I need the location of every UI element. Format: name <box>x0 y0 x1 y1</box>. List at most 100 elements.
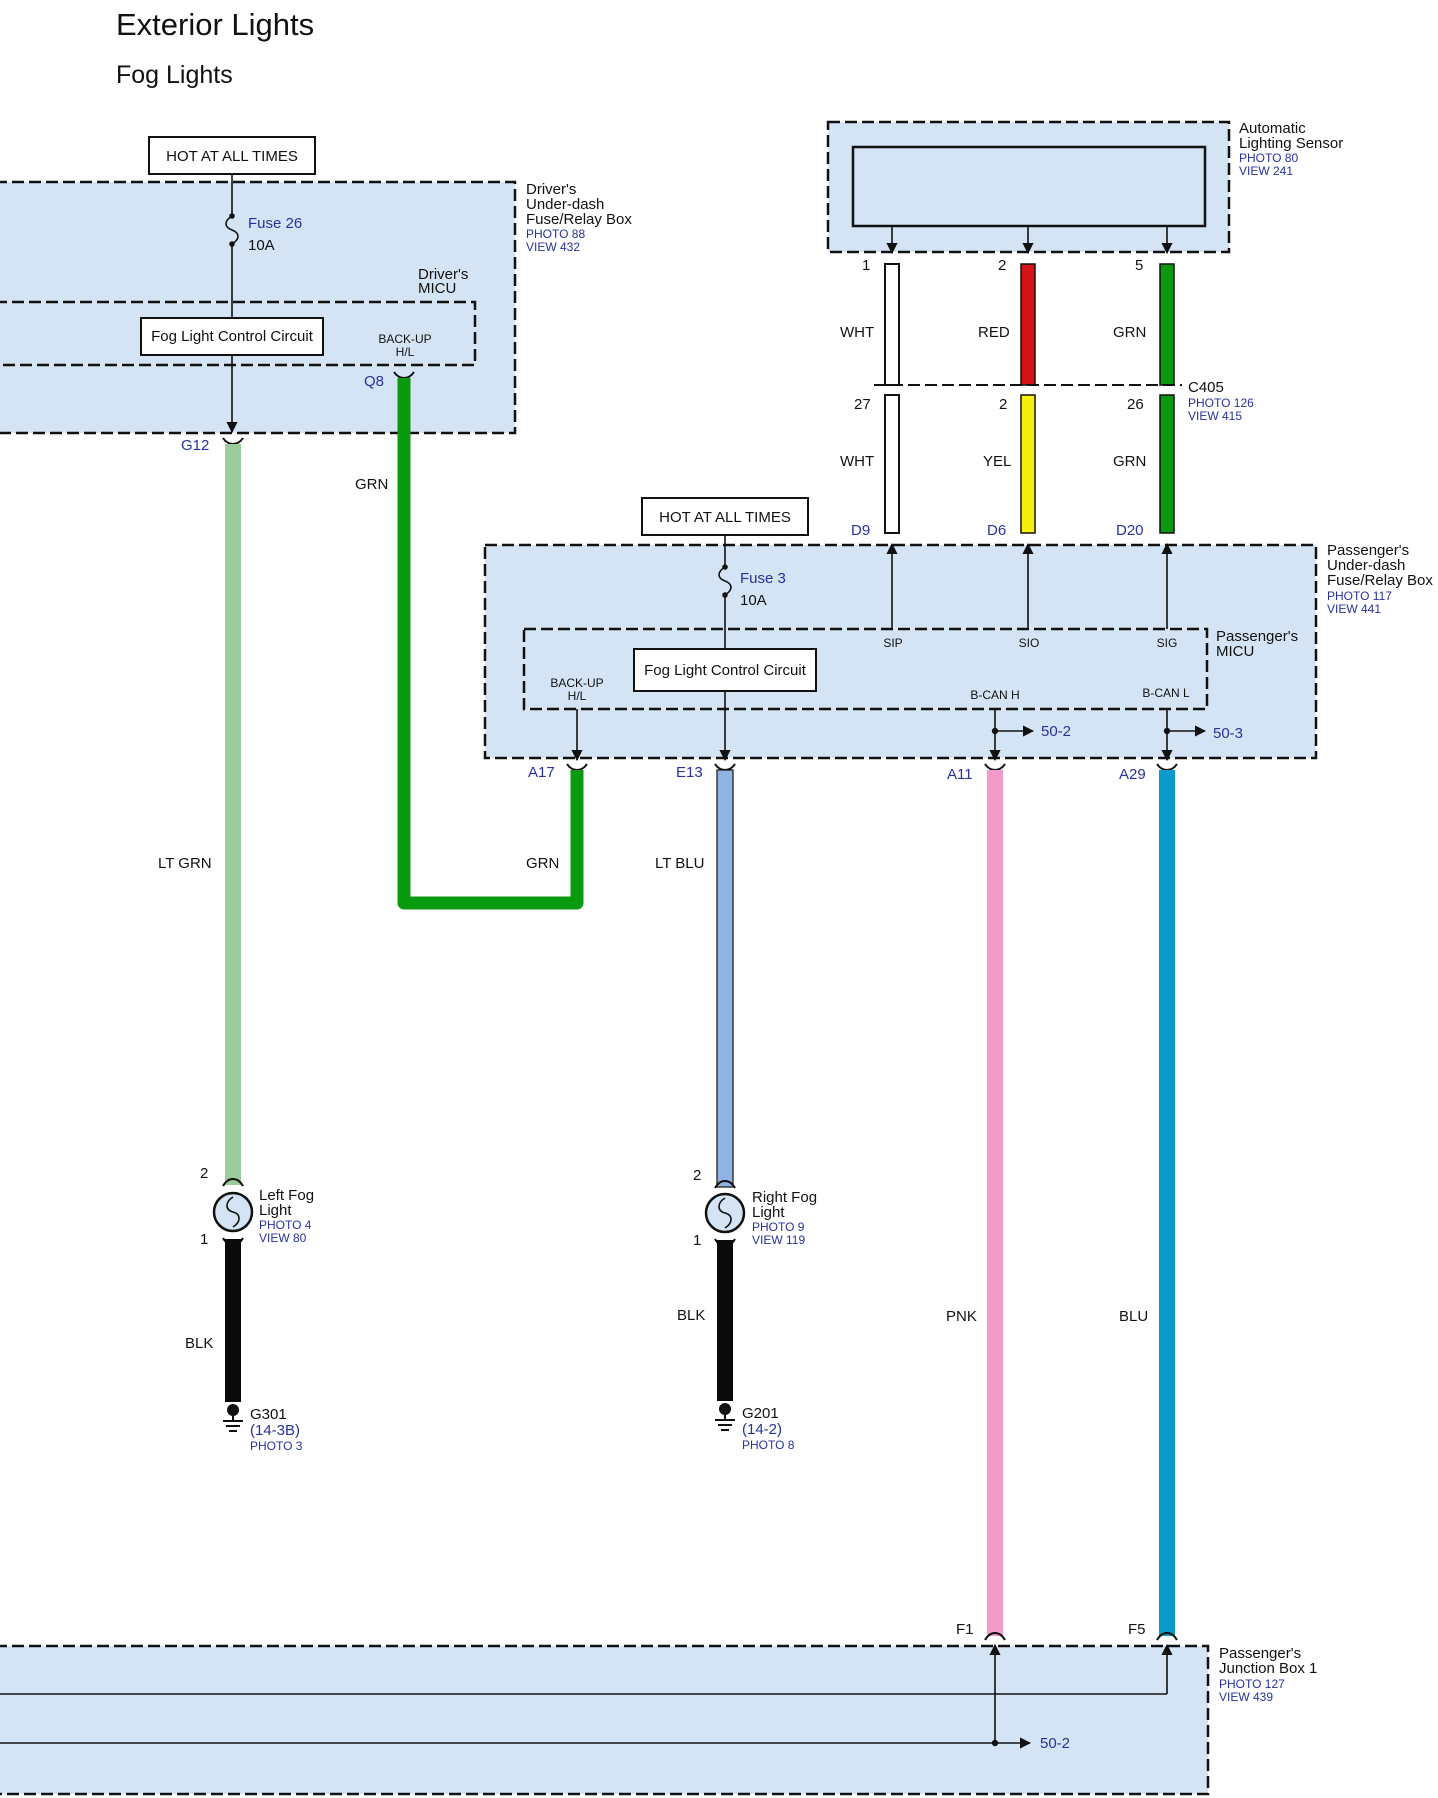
connector-e13 <box>714 763 736 772</box>
junction-box-label: Passenger's Junction Box 1 PHOTO 127 VIE… <box>1219 1645 1317 1704</box>
svg-text:Passenger's: Passenger's <box>1216 628 1298 645</box>
wire-grn-sensor-lower <box>1159 394 1175 534</box>
svg-text:PHOTO 127: PHOTO 127 <box>1219 1677 1285 1691</box>
svg-text:PHOTO 88: PHOTO 88 <box>526 227 585 241</box>
left-fog-light-label: Left Fog Light PHOTO 4 VIEW 80 <box>259 1187 314 1245</box>
svg-text:BACK-UP: BACK-UP <box>550 676 603 690</box>
fuse-26-amp: 10A <box>248 237 275 254</box>
drivers-fog-light-control-circuit-label: Fog Light Control Circuit <box>151 328 314 345</box>
pin-f5: F5 <box>1128 1621 1146 1638</box>
pin-d9: D9 <box>851 522 870 539</box>
wire-blu <box>1159 770 1175 1636</box>
wire-wht-sensor-upper <box>884 263 900 386</box>
wire-blk-right <box>717 1240 733 1401</box>
wire-lt-grn-left-fog <box>225 444 241 1185</box>
svg-text:PHOTO 80: PHOTO 80 <box>1239 151 1298 165</box>
wire-label-wht-2: WHT <box>840 453 874 470</box>
fuse-3-amp: 10A <box>740 592 767 609</box>
svg-text:MICU: MICU <box>1216 643 1254 660</box>
sensor-pin-2: 2 <box>998 257 1006 274</box>
ref-50-3-bcanl: 50-3 <box>1213 725 1243 742</box>
signal-bcan-l: B-CAN L <box>1142 686 1190 700</box>
connector-f5 <box>1156 1631 1178 1641</box>
pin-a17: A17 <box>528 764 555 781</box>
wire-label-red: RED <box>978 324 1010 341</box>
ref-50-2-junction: 50-2 <box>1040 1735 1070 1752</box>
svg-text:VIEW 439: VIEW 439 <box>1219 1690 1273 1704</box>
pin-g12: G12 <box>181 437 209 454</box>
fuse-3-symbol <box>718 566 732 596</box>
wire-blk-left <box>225 1239 241 1402</box>
right-fog-pin-1: 1 <box>693 1232 701 1249</box>
svg-text:(14-2): (14-2) <box>742 1421 782 1438</box>
sensor-pin-5: 5 <box>1135 257 1143 274</box>
page-subtitle: Fog Lights <box>116 61 233 89</box>
passenger-fuse-relay-box <box>483 543 1318 760</box>
svg-text:PHOTO 126: PHOTO 126 <box>1188 396 1254 410</box>
sensor-pin-1: 1 <box>862 257 870 274</box>
svg-text:Fuse/Relay Box: Fuse/Relay Box <box>1327 572 1433 589</box>
svg-text:Lighting Sensor: Lighting Sensor <box>1239 135 1343 152</box>
wire-pnk <box>987 770 1003 1636</box>
svg-text:Light: Light <box>752 1204 785 1221</box>
ground-g201-icon <box>715 1403 735 1431</box>
signal-sio: SIO <box>1019 636 1040 650</box>
wire-yel-sensor-lower <box>1020 394 1036 534</box>
svg-text:(14-3B): (14-3B) <box>250 1422 300 1439</box>
svg-text:PHOTO 9: PHOTO 9 <box>752 1220 805 1234</box>
connector-f1 <box>984 1631 1006 1641</box>
c405-pin-2: 2 <box>999 396 1007 413</box>
svg-text:Driver's: Driver's <box>526 181 576 198</box>
pin-q8: Q8 <box>364 373 384 390</box>
passenger-micu-box <box>522 627 1209 711</box>
left-fog-pin-1: 1 <box>200 1231 208 1248</box>
drivers-micu-label: Driver's MICU <box>418 266 468 297</box>
wire-label-pnk: PNK <box>946 1308 977 1325</box>
connector-a29 <box>1156 763 1178 772</box>
svg-text:VIEW 415: VIEW 415 <box>1188 409 1242 423</box>
svg-text:G301: G301 <box>250 1406 287 1423</box>
ref-50-2-bcanh: 50-2 <box>1041 723 1071 740</box>
hot-at-all-times-left <box>148 136 316 175</box>
right-fog-light-label: Right Fog Light PHOTO 9 VIEW 119 <box>752 1189 817 1247</box>
pin-d6: D6 <box>987 522 1006 539</box>
fuse-3-label: Fuse 3 <box>740 570 786 587</box>
svg-text:MICU: MICU <box>418 280 456 297</box>
drivers-box-label: Driver's Under-dash Fuse/Relay Box PHOTO… <box>526 181 632 254</box>
passenger-junction-box <box>0 1644 1210 1796</box>
svg-text:Under-dash: Under-dash <box>1327 557 1405 574</box>
ground-g301-icon <box>223 1404 243 1432</box>
passenger-micu-label: Passenger's MICU <box>1216 628 1298 660</box>
fuse-26-label: Fuse 26 <box>248 215 302 232</box>
svg-text:PHOTO 4: PHOTO 4 <box>259 1218 312 1232</box>
pin-f1: F1 <box>956 1621 974 1638</box>
signal-sip: SIP <box>883 636 902 650</box>
svg-text:VIEW 241: VIEW 241 <box>1239 164 1293 178</box>
svg-text:PHOTO 8: PHOTO 8 <box>742 1438 795 1452</box>
wire-grn-sensor-upper <box>1159 263 1175 386</box>
wire-wht-sensor-lower <box>884 394 900 534</box>
hot-at-all-times-left-label: HOT AT ALL TIMES <box>166 148 298 165</box>
c405-pin-27: 27 <box>854 396 871 413</box>
svg-text:VIEW 441: VIEW 441 <box>1327 602 1381 616</box>
drivers-fuse-relay-box <box>0 180 517 435</box>
hot-at-all-times-right-label: HOT AT ALL TIMES <box>659 509 791 526</box>
wire-label-lt-grn: LT GRN <box>158 855 212 872</box>
svg-text:VIEW 432: VIEW 432 <box>526 240 580 254</box>
svg-text:Under-dash: Under-dash <box>526 196 604 213</box>
signal-bcan-h: B-CAN H <box>970 688 1019 702</box>
wire-label-grn-s1: GRN <box>1113 324 1146 341</box>
signal-sig: SIG <box>1157 636 1178 650</box>
wire-red-sensor-upper <box>1020 263 1036 386</box>
svg-text:C405: C405 <box>1188 379 1224 396</box>
svg-text:Driver's: Driver's <box>418 266 468 283</box>
pin-d20: D20 <box>1116 522 1144 539</box>
wire-label-blk-left: BLK <box>185 1335 213 1352</box>
lighting-sensor-label: Automatic Lighting Sensor PHOTO 80 VIEW … <box>1239 120 1343 178</box>
svg-text:H/L: H/L <box>568 689 587 703</box>
lighting-sensor-body <box>851 145 1207 228</box>
svg-text:Automatic: Automatic <box>1239 120 1306 137</box>
svg-text:VIEW 80: VIEW 80 <box>259 1231 307 1245</box>
connector-g12 <box>222 437 244 446</box>
